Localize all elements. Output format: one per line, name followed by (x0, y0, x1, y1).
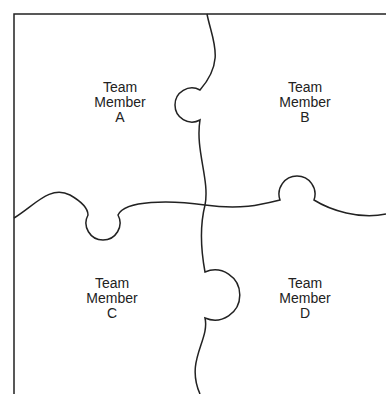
puzzle-piece: Team Member B (275, 77, 335, 128)
puzzle-seam (14, 176, 386, 240)
member-label: Team Member C (86, 276, 137, 321)
puzzle-piece: Team Member D (275, 273, 335, 324)
member-label: Team Member D (279, 276, 330, 321)
member-label: Team Member B (279, 80, 330, 125)
puzzle-seam (175, 14, 240, 394)
member-label: Team Member A (94, 80, 145, 125)
frame-line (14, 14, 386, 394)
puzzle-piece: Team Member A (90, 77, 150, 128)
puzzle-piece: Team Member C (82, 273, 142, 324)
